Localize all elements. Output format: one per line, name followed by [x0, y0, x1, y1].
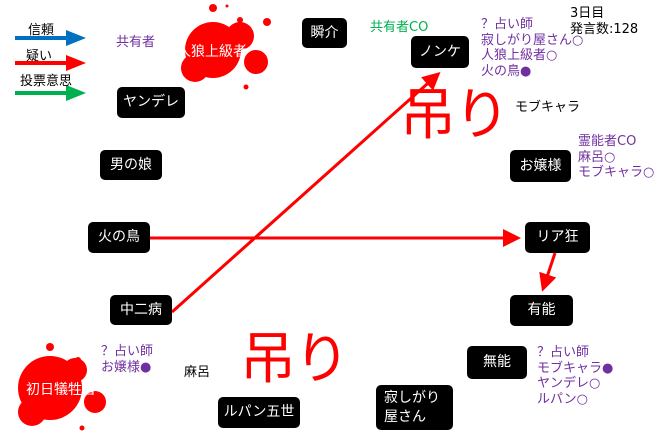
maro-label: 麻呂	[184, 365, 211, 380]
player-otokonoko[interactable]: 男の娘	[100, 150, 162, 180]
hang-mark-top: 吊り	[400, 83, 510, 148]
legend-vote-label: 投票意思	[20, 74, 73, 89]
munou-notes: ？占い師モブキャラ●ヤンデレ○ルパン○	[537, 345, 613, 407]
ojousama-note: 霊能者CO	[578, 134, 637, 149]
ojousama-note: モブキャラ○	[578, 165, 655, 180]
doubt-arrow-chuunibyou-nonke	[171, 72, 441, 314]
player-yandere[interactable]: ヤンデレ	[117, 87, 185, 118]
player-ojousama[interactable]: お嬢様	[510, 150, 571, 182]
nonke-note: 寂しがり屋さん○	[481, 32, 584, 48]
player-lupin[interactable]: ルパン五世	[218, 397, 300, 428]
legend-doubt-arrow	[15, 55, 86, 71]
legend-doubt-label: 疑い	[26, 49, 53, 64]
nonke-note: 火の鳥●	[481, 63, 532, 79]
bottom-notes: ？占い師お嬢様●	[101, 344, 153, 375]
player-shunsuke[interactable]: 瞬介	[302, 18, 347, 48]
kyouyuusha-note: 共有者	[116, 35, 156, 50]
player-nonke[interactable]: ノンケ	[411, 36, 469, 68]
player-sabishigari[interactable]: 寂しがり屋さん	[376, 385, 453, 430]
bottom-note: お嬢様●	[101, 359, 152, 375]
doubt-arrow-riakyou-yuunou	[539, 252, 557, 292]
blood-splat-shonichi	[18, 343, 106, 431]
hang-mark-bottom: 吊り	[240, 327, 350, 392]
bottom-note: ？占い師	[101, 344, 154, 359]
legend-trust-arrow	[15, 30, 86, 46]
player-yuunou[interactable]: 有能	[510, 295, 573, 326]
legend-vote-arrow	[15, 85, 86, 101]
munou-note: ヤンデレ○	[537, 376, 601, 391]
player-chuunibyou[interactable]: 中二病	[110, 295, 172, 325]
ojousama-note: 麻呂○	[578, 149, 616, 165]
player-riakyou[interactable]: リア狂	[525, 222, 590, 253]
day-label: 3日目	[570, 6, 605, 21]
munou-note: モブキャラ●	[537, 360, 614, 376]
player-shonichi[interactable]: 初日犠牲者	[26, 381, 96, 398]
legend-trust-label: 信頼	[28, 23, 55, 38]
player-munou[interactable]: 無能	[467, 346, 527, 379]
player-hinotori[interactable]: 火の鳥	[88, 222, 150, 253]
nonke-note: 人狼上級者○	[481, 48, 558, 63]
post-count: 発言数:128	[570, 22, 639, 37]
kyouyuusha-co-note: 共有者CO	[370, 20, 429, 35]
mobchara-label: モブキャラ	[515, 100, 581, 115]
nonke-notes: ？占い師寂しがり屋さん○人狼上級者○火の鳥●	[481, 17, 583, 79]
munou-note: ？占い師	[537, 345, 590, 360]
nonke-note: ？占い師	[481, 17, 534, 32]
player-jinro[interactable]: 人狼上級者	[177, 43, 247, 60]
munou-note: ルパン○	[537, 391, 588, 407]
blood-splat-jinro	[181, 4, 271, 90]
